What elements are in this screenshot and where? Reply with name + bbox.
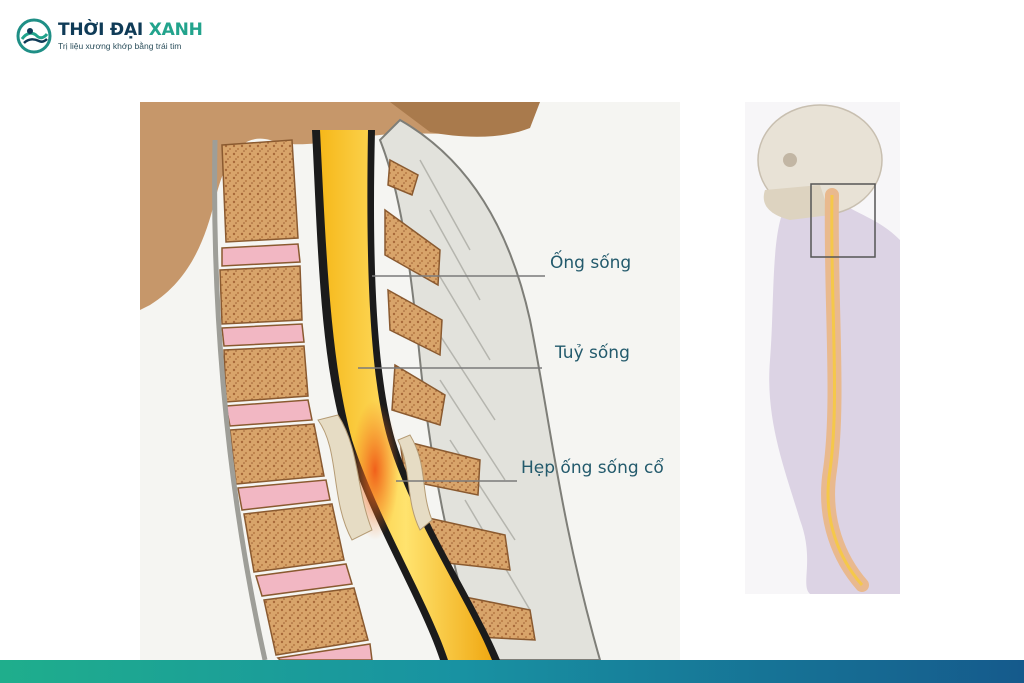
label-spinal-canal: Ống sống: [550, 253, 632, 273]
body-silhouette: [745, 102, 900, 594]
brand-name-part1: THỜI ĐẠI: [58, 20, 144, 40]
brand-name: THỜI ĐẠI XANH: [58, 21, 203, 40]
brand-name-part2: XANH: [148, 20, 203, 40]
brand-tagline: Trị liệu xương khớp bằng trái tim: [58, 41, 182, 51]
highlight-box: [810, 183, 876, 258]
label-spinal-cord: Tuỷ sống: [555, 343, 630, 363]
label-cervical-stenosis: Hẹp ống sống cổ: [521, 458, 664, 478]
logo-icon: [16, 18, 52, 54]
vertebral-bodies: [219, 139, 373, 661]
cervical-closeup: [140, 102, 680, 661]
brand-logo[interactable]: THỜI ĐẠI XANH Trị liệu xương khớp bằng t…: [16, 18, 203, 54]
spinal-cord: [320, 130, 492, 660]
footer-gradient-bar: [0, 660, 1024, 683]
label-leaders: [358, 275, 545, 482]
